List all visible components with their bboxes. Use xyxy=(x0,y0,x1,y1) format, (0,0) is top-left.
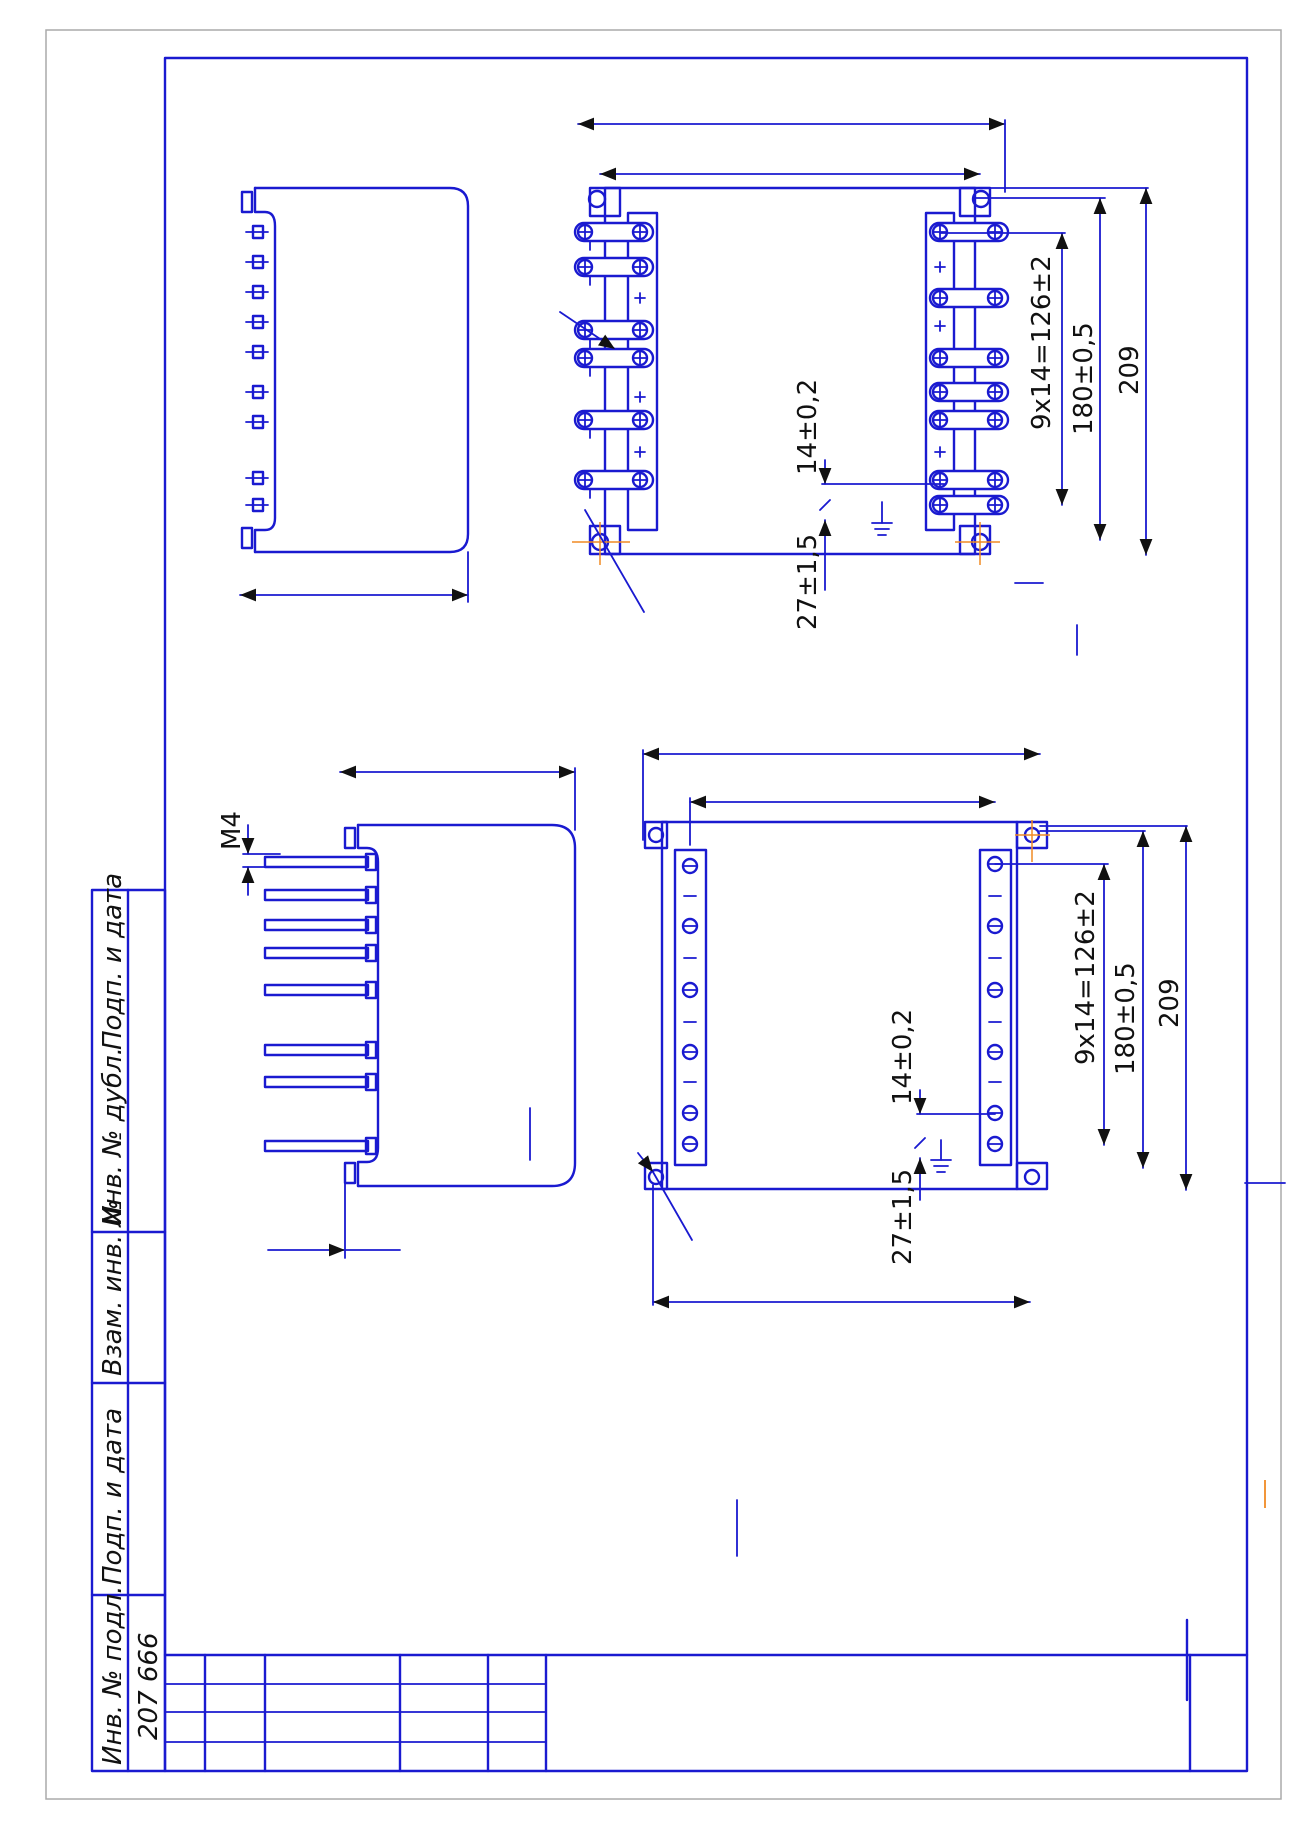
pin-tooth xyxy=(245,497,269,513)
dim-height-inner-bottom: 180±0,5 xyxy=(1111,962,1141,1075)
sheet-border xyxy=(45,29,1282,1800)
pin-tooth xyxy=(245,384,269,400)
terminal-screw xyxy=(986,471,1004,489)
plus-mark xyxy=(634,292,646,304)
terminal-screw xyxy=(631,411,649,429)
title-block xyxy=(163,1618,1249,1773)
terminal-pair xyxy=(928,347,1010,369)
terminal-pair xyxy=(573,469,655,499)
pin-tooth xyxy=(245,414,269,430)
terminal-screw xyxy=(986,349,1004,367)
side-view-bottom: M4 xyxy=(217,765,577,1259)
terminal-hole xyxy=(681,1104,699,1122)
front-view-top: 9x14=126±2 180±0,5 209 14±0,2 27±1,5 xyxy=(559,117,1153,630)
long-pin xyxy=(263,852,378,872)
long-pin xyxy=(263,1072,378,1092)
pin-tooth xyxy=(245,470,269,486)
terminal-screw xyxy=(931,349,949,367)
pin-tooth xyxy=(245,344,269,360)
dim-bottom-offset-bottom: 27±1,5 xyxy=(888,1169,918,1265)
front-view-bottom: 9x14=126±2 180±0,5 209 14±0,2 27±1,5 xyxy=(637,747,1193,1309)
terminal-screw xyxy=(931,223,949,241)
terminal-hole xyxy=(681,857,699,875)
terminal-pair xyxy=(928,469,1010,491)
pin-tooth xyxy=(245,254,269,270)
dim-pitch-bottom: 9x14=126±2 xyxy=(1071,890,1101,1065)
dim-bottom-offset-top: 27±1,5 xyxy=(793,534,823,630)
terminal-screw xyxy=(986,383,1004,401)
stamp-label-vzam-inv: Взам. инв. № xyxy=(98,1199,128,1376)
terminal-screw xyxy=(931,496,949,514)
dim-height-outer-bottom: 209 xyxy=(1155,978,1185,1028)
terminal-screw xyxy=(576,258,594,276)
terminal-hole xyxy=(681,917,699,935)
terminal-screw xyxy=(631,471,649,489)
terminal-pair xyxy=(928,409,1010,431)
terminal-screw xyxy=(931,383,949,401)
terminal-screw xyxy=(631,258,649,276)
terminal-screw xyxy=(986,289,1004,307)
side-stamp: Инв. № подл. 207 666 Подп. и дата Взам. … xyxy=(90,873,167,1773)
terminal-pair xyxy=(573,221,655,251)
terminal-screw xyxy=(576,471,594,489)
plus-mark xyxy=(634,391,646,403)
terminal-screw xyxy=(631,349,649,367)
terminal-pair xyxy=(928,494,1010,516)
terminal-pair xyxy=(573,347,655,377)
terminal-pair xyxy=(928,287,1010,309)
pin-tooth xyxy=(245,284,269,300)
terminal-hole xyxy=(986,1043,1004,1061)
terminal-screw xyxy=(986,223,1004,241)
terminal-screw xyxy=(631,321,649,339)
long-pin xyxy=(263,943,378,963)
terminal-screw xyxy=(631,223,649,241)
plus-mark xyxy=(934,261,946,273)
terminal-pair xyxy=(573,409,655,439)
stamp-label-podp-data-1: Подп. и дата xyxy=(98,1408,128,1585)
stamp-label-inv-podl: Инв. № подл. xyxy=(98,1586,128,1765)
stamp-label-inv-dubl: Инв. № дубл. xyxy=(98,1047,128,1225)
terminal-screw xyxy=(576,223,594,241)
stamp-label-podp-data-2: Подп. и дата xyxy=(98,873,128,1050)
long-pin xyxy=(263,1136,378,1156)
dim-small-top: 14±0,2 xyxy=(793,379,823,475)
terminal-pair xyxy=(573,256,655,286)
terminal-screw xyxy=(931,411,949,429)
terminal-hole xyxy=(986,917,1004,935)
terminal-pair xyxy=(928,381,1010,403)
pin-tooth xyxy=(245,224,269,240)
terminal-screw xyxy=(986,496,1004,514)
plus-mark xyxy=(934,320,946,332)
terminal-screw xyxy=(986,411,1004,429)
terminal-screw xyxy=(576,349,594,367)
terminal-screw xyxy=(576,411,594,429)
side-view-top xyxy=(239,186,470,603)
dim-pitch-top: 9x14=126±2 xyxy=(1027,255,1057,430)
plus-mark xyxy=(634,446,646,458)
plus-mark xyxy=(934,446,946,458)
terminal-hole xyxy=(986,981,1004,999)
terminal-hole xyxy=(681,1135,699,1153)
dim-height-inner-top: 180±0,5 xyxy=(1069,322,1099,435)
long-pin xyxy=(263,885,378,905)
long-pin xyxy=(263,1040,378,1060)
terminal-hole xyxy=(681,1043,699,1061)
terminal-hole xyxy=(986,1135,1004,1153)
pin-tooth xyxy=(245,314,269,330)
long-pin xyxy=(263,915,378,935)
long-pin xyxy=(263,980,378,1000)
stamp-inventory-number: 207 666 xyxy=(134,1632,164,1740)
terminal-hole xyxy=(986,1104,1004,1122)
terminal-pair xyxy=(928,221,1010,243)
dim-small-bottom: 14±0,2 xyxy=(888,1009,918,1105)
dim-height-outer-top: 209 xyxy=(1115,345,1145,395)
terminal-screw xyxy=(931,289,949,307)
terminal-hole xyxy=(681,981,699,999)
dim-thread-m4: M4 xyxy=(217,811,247,850)
